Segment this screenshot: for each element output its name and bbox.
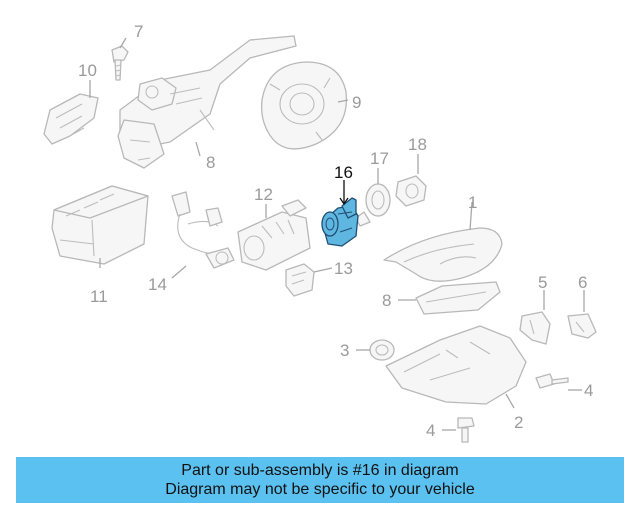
part-4-screw-right	[535, 373, 569, 389]
part-15-harness	[171, 191, 235, 269]
callout-5: 5	[538, 273, 547, 292]
callout-16: 16	[334, 163, 353, 182]
callout-8: 8	[206, 153, 215, 172]
banner-line-1: Part or sub-assembly is #16 in diagram	[181, 462, 459, 479]
callout-7: 8	[382, 291, 391, 310]
callout-4-bottom: 4	[426, 421, 435, 440]
callout-labels: 7 10 9 8 11 14 12 13 16 17 18 1 8 5 6 3 …	[78, 22, 593, 440]
callout-1: 1	[468, 193, 477, 212]
part-18-bezel	[395, 175, 427, 207]
leader-lines	[89, 37, 585, 431]
part-16-lock-cylinder	[321, 197, 359, 247]
part-11-bracket	[43, 93, 99, 145]
info-banner: Part or sub-assembly is #16 in diagram D…	[16, 457, 624, 503]
callout-9: 7	[134, 22, 143, 41]
part-17-ring	[355, 183, 391, 227]
callout-11: 10	[78, 61, 97, 80]
part-1-upper-cover	[383, 227, 503, 282]
parts-diagram: 7 10 9 8 11 14 12 13 16 17 18 1 8 5 6 3 …	[43, 22, 597, 443]
callout-18: 18	[408, 135, 427, 154]
part-7-trim	[415, 281, 501, 315]
part-9-screw	[111, 45, 129, 81]
callout-12: 11	[90, 287, 108, 306]
callout-13: 12	[254, 185, 273, 204]
part-4-screw-bottom	[457, 417, 475, 443]
part-14-switch	[285, 263, 315, 297]
callout-4-right: 4	[584, 381, 593, 400]
part-6-clip	[567, 313, 597, 339]
callout-15: 14	[148, 275, 167, 294]
callout-3: 3	[340, 341, 349, 360]
part-3-grommet	[369, 339, 395, 361]
callout-10: 9	[352, 93, 361, 112]
banner-line-2: Diagram may not be specific to your vehi…	[165, 481, 475, 498]
part-2-lower-cover	[385, 325, 527, 405]
part-10-clock-spring	[260, 61, 348, 150]
callout-17: 17	[370, 149, 389, 168]
callout-6: 6	[578, 273, 587, 292]
part-8-switch-assembly	[117, 35, 297, 169]
part-13-ignition-housing	[237, 199, 311, 271]
callout-14: 13	[334, 259, 353, 278]
part-5-clip	[519, 311, 551, 345]
part-12-module	[51, 185, 149, 265]
callout-2: 2	[514, 413, 523, 432]
